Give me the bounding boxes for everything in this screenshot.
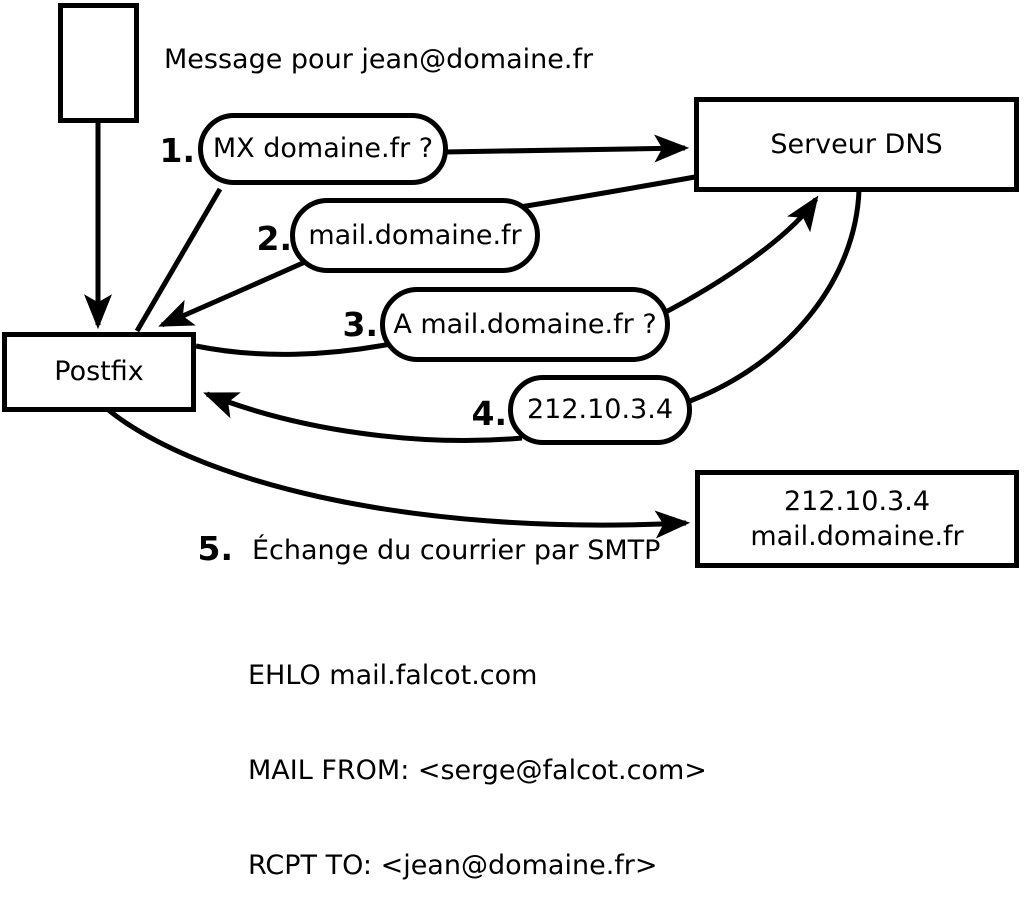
message-label: Message pour jean@domaine.fr <box>164 44 594 75</box>
line-dns-to-step4 <box>689 189 862 404</box>
arrow-step4-to-postfix <box>203 391 523 443</box>
step-number-1: 1. <box>159 131 196 170</box>
smtp-line: EHLO mail.falcot.com <box>248 660 538 692</box>
mail-client-box <box>58 3 139 123</box>
step-5-label: Échange du courrier par SMTP <box>252 535 661 566</box>
line-postfix-to-step1 <box>134 187 223 333</box>
smtp-line: MAIL FROM: <serge@falcot.com> <box>248 754 707 786</box>
destination-hostname: mail.domaine.fr <box>750 521 964 552</box>
arrow-step2-to-postfix <box>158 259 307 328</box>
step-number-2: 2. <box>256 219 293 258</box>
response-a-label: 212.10.3.4 <box>527 394 673 426</box>
dns-server-label: Serveur DNS <box>770 128 943 160</box>
step-number-5: 5. <box>197 529 234 568</box>
smtp-line: RCPT TO: <jean@domaine.fr> <box>248 849 658 881</box>
query-a-pill: A mail.domaine.fr ? <box>380 287 670 362</box>
query-a-label: A mail.domaine.fr ? <box>393 308 657 340</box>
response-a-pill: 212.10.3.4 <box>508 375 692 445</box>
destination-ip: 212.10.3.4 <box>784 486 930 517</box>
query-mx-pill: MX domaine.fr ? <box>198 113 448 185</box>
destination-server-box: 212.10.3.4 mail.domaine.fr <box>695 470 1019 568</box>
postfix-label: Postfix <box>54 356 144 388</box>
response-mx-pill: mail.domaine.fr <box>290 198 540 273</box>
arrow-step3-to-dns <box>658 195 819 318</box>
postfix-box: Postfix <box>2 332 196 412</box>
arrow-step1-to-dns <box>443 134 690 163</box>
line-postfix-to-step3 <box>195 340 397 357</box>
response-mx-label: mail.domaine.fr <box>308 219 522 251</box>
query-mx-label: MX domaine.fr ? <box>212 133 434 165</box>
arrow-postfix-to-destination <box>104 406 691 539</box>
line-dns-to-step2 <box>519 174 696 210</box>
step-number-3: 3. <box>342 305 379 344</box>
smtp-session-transcript: EHLO mail.falcot.com MAIL FROM: <serge@f… <box>248 597 707 919</box>
step-number-4: 4. <box>471 394 508 433</box>
dns-server-box: Serveur DNS <box>694 97 1019 192</box>
